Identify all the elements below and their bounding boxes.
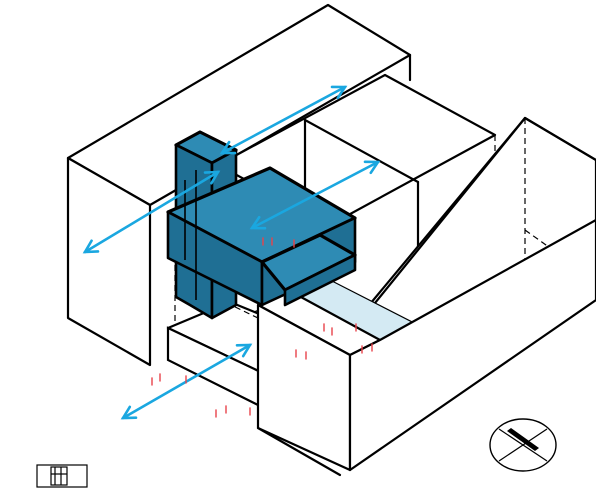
view-arrow-head: [235, 343, 253, 358]
people-marks: [151, 237, 373, 418]
view-arrow-shaft: [83, 170, 220, 254]
view-arrow-shaft: [220, 85, 347, 155]
view-arrow: [219, 85, 348, 155]
north-compass-icon: [489, 418, 557, 472]
compass-axis-2: [498, 428, 548, 462]
view-arrow-shaft: [250, 160, 380, 230]
blue-canopy-front: [283, 253, 357, 307]
view-arrow-head: [203, 170, 221, 185]
building-scale-icon: [36, 464, 88, 488]
view-arrow-head: [363, 160, 381, 175]
view-arrow-head: [219, 140, 237, 155]
right-block-top-edge: [523, 116, 596, 162]
view-arrow-head: [249, 215, 267, 230]
blue-volumes: [166, 130, 357, 320]
view-arrow: [82, 170, 221, 254]
middle-box-ridge: [303, 118, 420, 184]
compass-needle: [507, 428, 539, 451]
view-arrow-head: [82, 239, 100, 254]
view-arrow-head: [330, 85, 348, 100]
view-arrow: [249, 160, 381, 230]
front-block-base: [256, 426, 342, 477]
view-arrow-head: [120, 405, 138, 420]
scale-block: [50, 466, 68, 486]
front-block-side: [348, 218, 596, 472]
left-slab-front: [66, 156, 152, 367]
left-slab: [66, 3, 412, 367]
